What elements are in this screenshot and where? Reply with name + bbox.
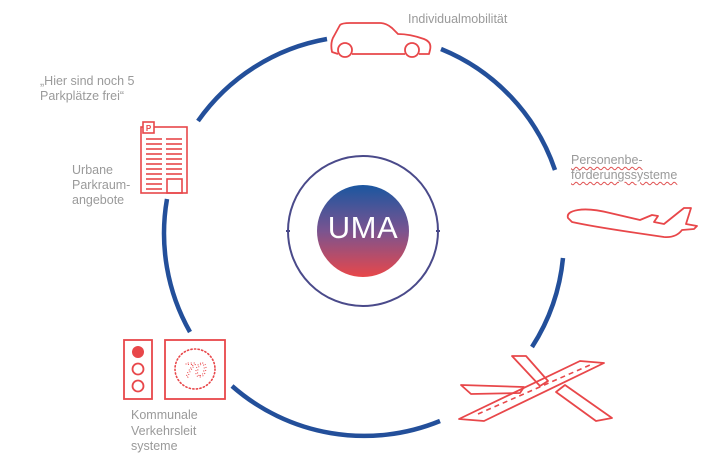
label-verkehrsleitsysteme: Kommunale Verkehrsleit systeme (131, 408, 198, 455)
ring-arc-top-left (196, 36, 328, 123)
label-line: Urbane (72, 163, 113, 177)
label-line: förderungssysteme (571, 168, 678, 182)
label-line: Verkehrsleit (131, 423, 197, 438)
runway-icon (458, 355, 613, 422)
ring-arc-bottom (230, 384, 441, 439)
speed-limit-value: 70 (184, 360, 206, 382)
uma-gradient-circle (317, 185, 409, 277)
label-line: Parkraum- (72, 178, 131, 192)
uma-hub (286, 155, 440, 307)
label-line: systeme (131, 439, 178, 453)
traffic-light-red (132, 346, 144, 358)
ring-arc-right (530, 257, 566, 349)
airplane-icon (566, 207, 698, 239)
ring-arc-top-right (440, 46, 558, 171)
building-windows (146, 138, 182, 190)
label-line: angebote (72, 193, 125, 207)
uma-label: UMA (327, 210, 399, 245)
label-line: Individualmobilität (408, 12, 508, 26)
ring-arc-left (161, 198, 192, 334)
label-parkraum: Urbane Parkraum- angebote (72, 163, 130, 208)
label-line: Personenbe- (571, 153, 643, 167)
quote-line: „Hier sind noch 5 (40, 74, 135, 88)
outer-ring (161, 36, 566, 439)
quote-line: Parkplätze frei“ (40, 89, 125, 103)
quote-parking-availability: „Hier sind noch 5 Parkplätze frei“ (40, 74, 135, 104)
traffic-light-icon (123, 339, 153, 400)
traffic-light-amber (131, 362, 145, 376)
label-personenbefoerderung: Personenbe- förderungssysteme (571, 153, 677, 183)
label-individualmobilitaet: Individualmobilität (408, 12, 507, 27)
traffic-light-green (131, 379, 145, 393)
speed-limit-sign-icon: 70 (164, 339, 226, 400)
car-icon (330, 22, 432, 58)
building-door (166, 178, 183, 194)
label-line: Kommunale (131, 408, 198, 422)
parking-sign: P (146, 124, 152, 133)
parking-garage-icon: P (140, 121, 188, 194)
